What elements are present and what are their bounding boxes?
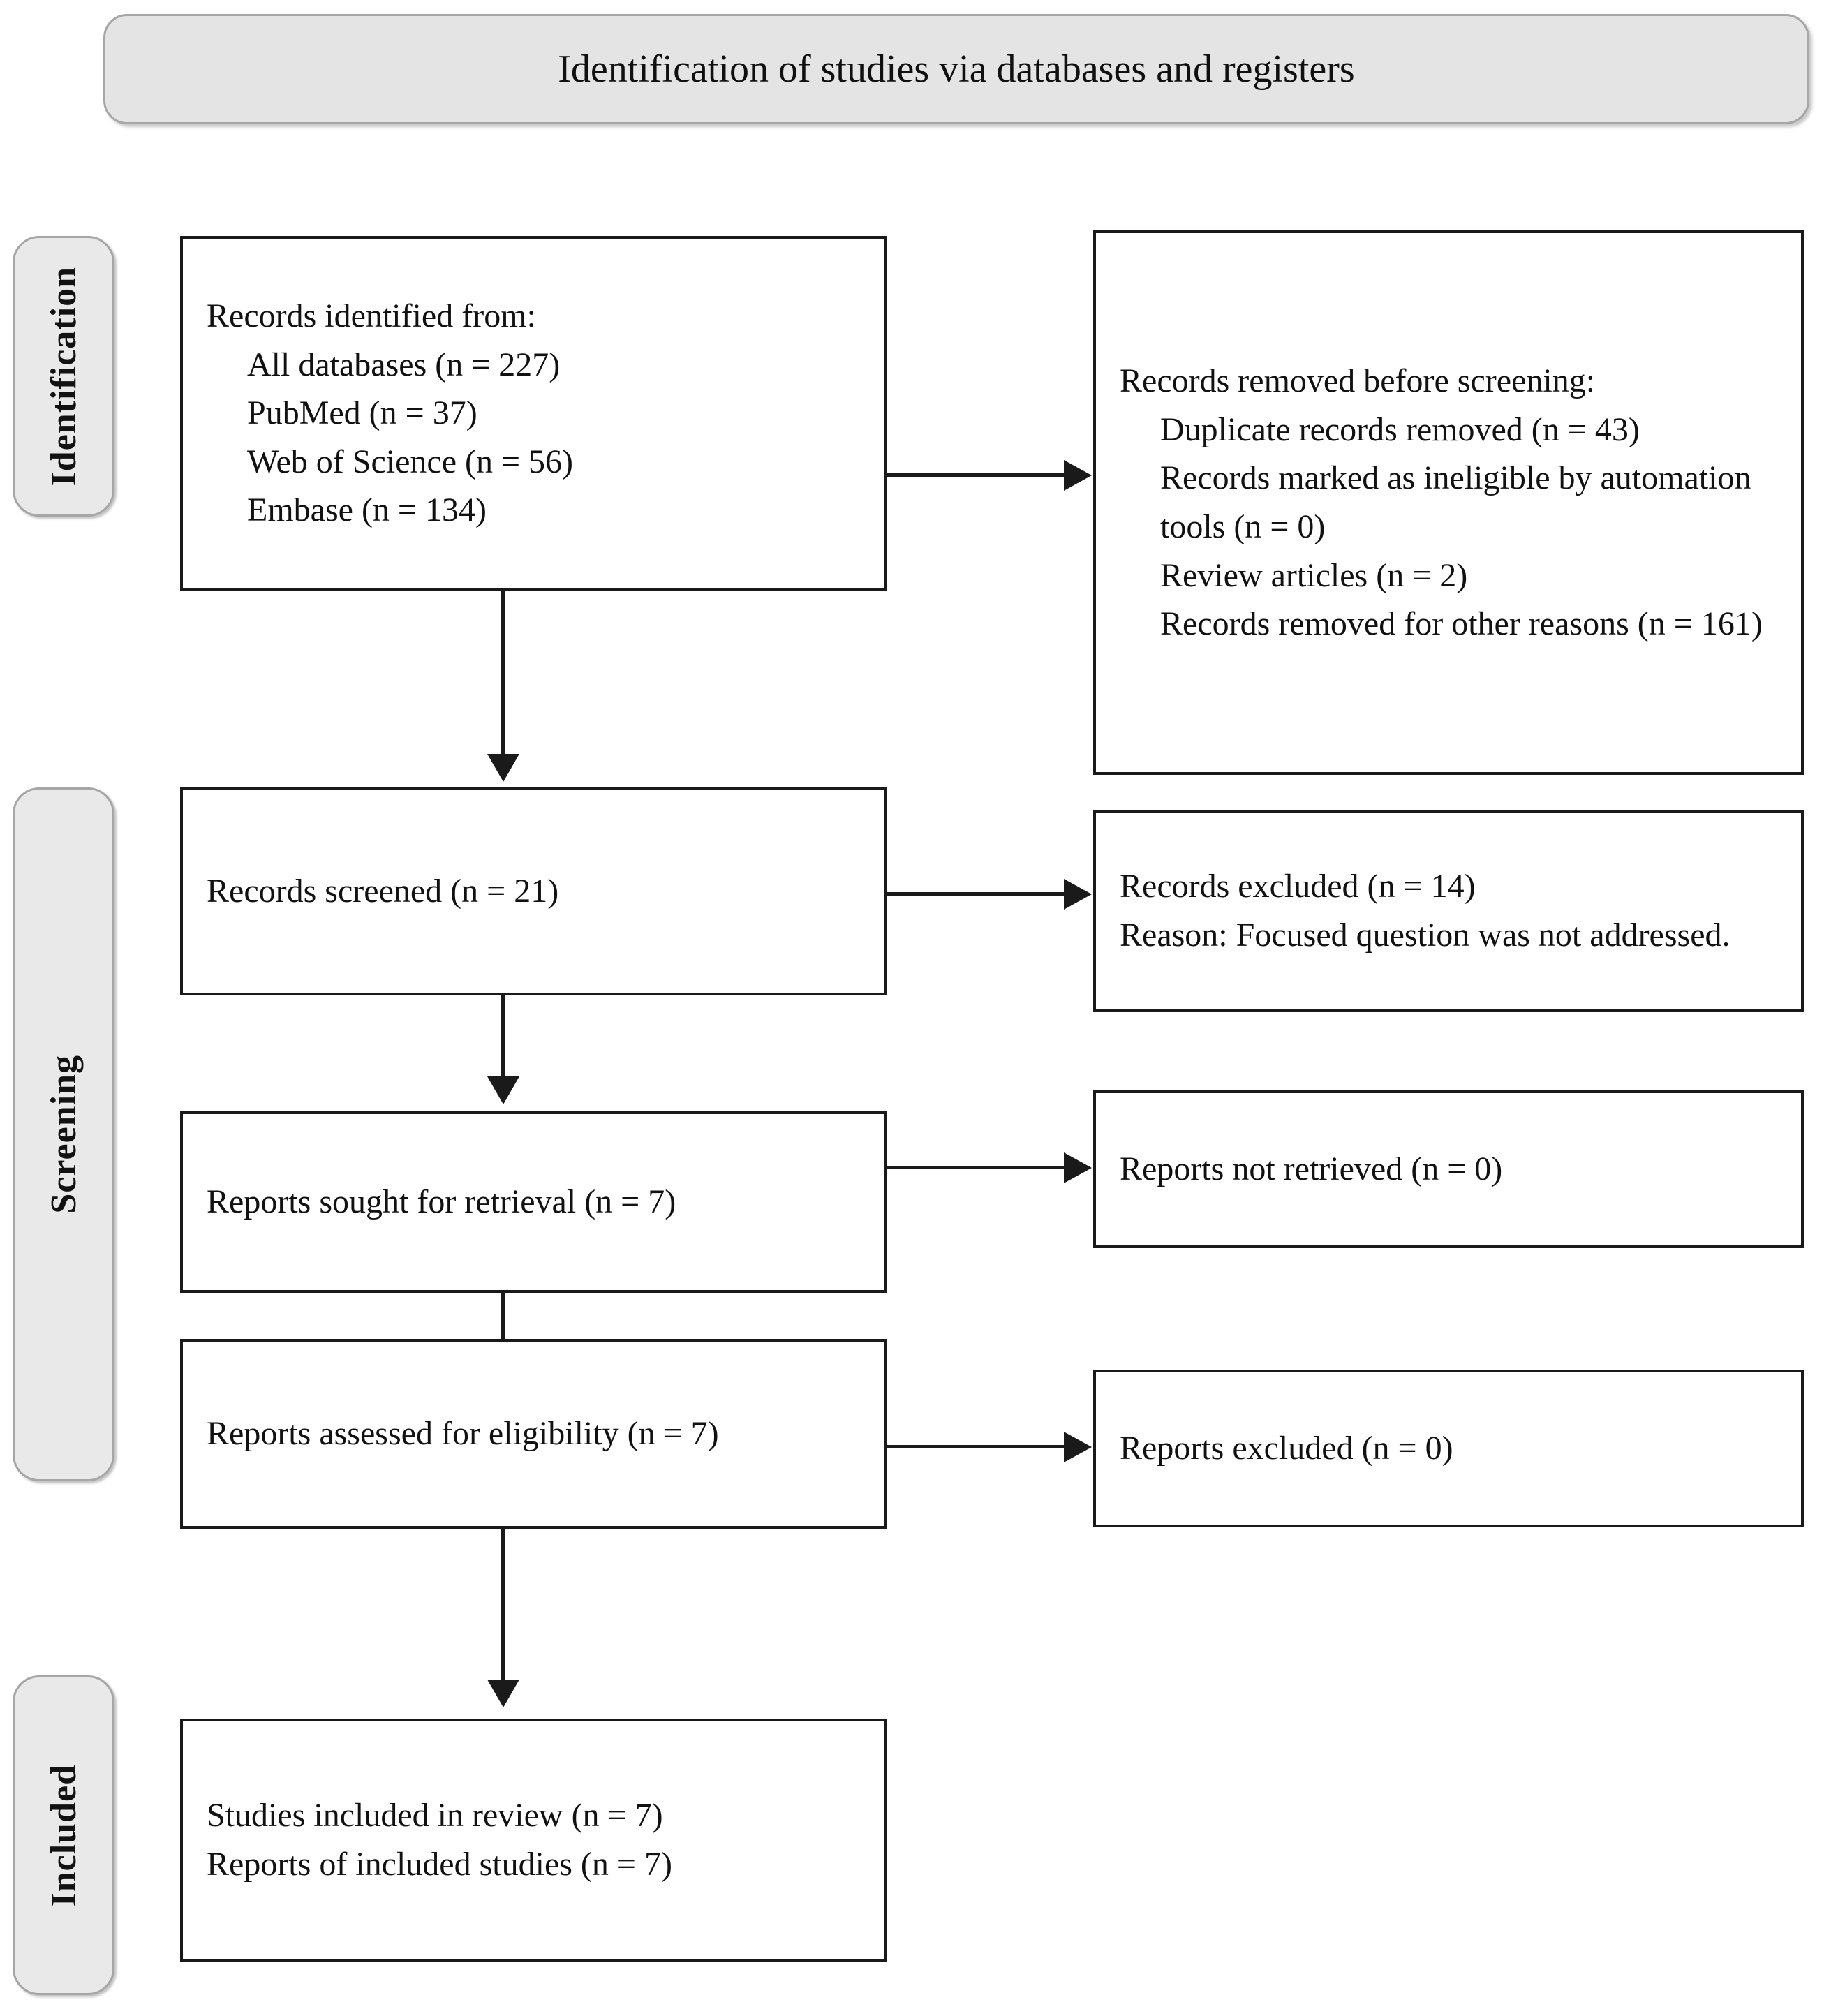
records-removed-item-duplicates: Duplicate records removed (n = 43)	[1160, 410, 1640, 448]
connector-screened-to-sought-arrowhead	[487, 1076, 519, 1104]
records-removed-item-other-reasons: Records removed for other reasons (n = 1…	[1160, 605, 1763, 643]
reports-excluded-text: Reports excluded (n = 0)	[1120, 1430, 1453, 1467]
records-identified-item-web-of-science: Web of Science (n = 56)	[247, 443, 574, 480]
connector-assessed-to-excluded-arrowhead	[1064, 1432, 1092, 1462]
records-excluded-count: Records excluded (n = 14)	[1120, 868, 1476, 905]
connector-sought-to-assessed-line	[501, 1293, 505, 1370]
box-reports-sought-for-retrieval: Reports sought for retrieval (n = 7)	[180, 1111, 887, 1293]
stage-label-included-text: Included	[43, 1763, 84, 1907]
records-removed-item-automation-tools: Records marked as ineligible by automati…	[1160, 459, 1751, 545]
records-identified-heading: Records identified from:	[207, 297, 536, 335]
page-title: Identification of studies via databases …	[558, 47, 1355, 91]
connector-screened-to-sought-line	[501, 995, 505, 1081]
connector-assessed-to-excluded-line	[887, 1445, 1065, 1448]
studies-included-in-review-text: Studies included in review (n = 7)	[207, 1797, 663, 1835]
box-studies-included: Studies included in review (n = 7) Repor…	[180, 1719, 887, 1962]
box-reports-excluded: Reports excluded (n = 0)	[1093, 1370, 1804, 1527]
connector-sought-to-not-retrieved-line	[887, 1166, 1065, 1169]
connector-identified-to-removed-line	[887, 473, 1065, 477]
box-records-excluded: Records excluded (n = 14) Reason: Focuse…	[1093, 810, 1804, 1012]
connector-assessed-to-included-arrowhead	[487, 1680, 519, 1707]
box-reports-not-retrieved: Reports not retrieved (n = 0)	[1093, 1090, 1804, 1248]
reports-of-included-studies-text: Reports of included studies (n = 7)	[207, 1846, 672, 1883]
stage-label-identification: Identification	[13, 236, 114, 517]
connector-screened-to-excluded-line	[887, 892, 1065, 896]
records-removed-item-review-articles: Review articles (n = 2)	[1160, 556, 1468, 594]
records-identified-item-all-databases: All databases (n = 227)	[247, 346, 561, 383]
box-reports-assessed-for-eligibility: Reports assessed for eligibility (n = 7)	[180, 1339, 887, 1529]
connector-sought-to-not-retrieved-arrowhead	[1064, 1152, 1092, 1183]
reports-sought-text: Reports sought for retrieval (n = 7)	[207, 1183, 676, 1221]
connector-identified-to-screened-line	[501, 591, 505, 758]
records-removed-heading: Records removed before screening:	[1120, 362, 1596, 400]
connector-assessed-to-included-line	[501, 1529, 505, 1684]
diagram-header-banner: Identification of studies via databases …	[103, 14, 1809, 124]
stage-label-screening-text: Screening	[43, 1055, 84, 1214]
records-identified-item-embase: Embase (n = 134)	[247, 491, 487, 529]
connector-identified-to-removed-arrowhead	[1064, 460, 1092, 491]
box-records-removed-before-screening: Records removed before screening: Duplic…	[1093, 230, 1804, 775]
connector-identified-to-screened-arrowhead	[487, 754, 519, 782]
records-identified-item-pubmed: PubMed (n = 37)	[247, 394, 477, 432]
connector-screened-to-excluded-arrowhead	[1064, 879, 1092, 910]
stage-label-included: Included	[13, 1675, 114, 1995]
box-records-screened: Records screened (n = 21)	[180, 787, 887, 995]
reports-not-retrieved-text: Reports not retrieved (n = 0)	[1120, 1150, 1503, 1188]
box-records-identified: Records identified from: All databases (…	[180, 236, 887, 591]
reports-assessed-text: Reports assessed for eligibility (n = 7)	[207, 1415, 719, 1453]
stage-label-identification-text: Identification	[43, 266, 84, 487]
records-screened-text: Records screened (n = 21)	[207, 873, 559, 910]
stage-label-screening: Screening	[13, 787, 114, 1481]
records-excluded-reason: Reason: Focused question was not address…	[1120, 917, 1730, 954]
